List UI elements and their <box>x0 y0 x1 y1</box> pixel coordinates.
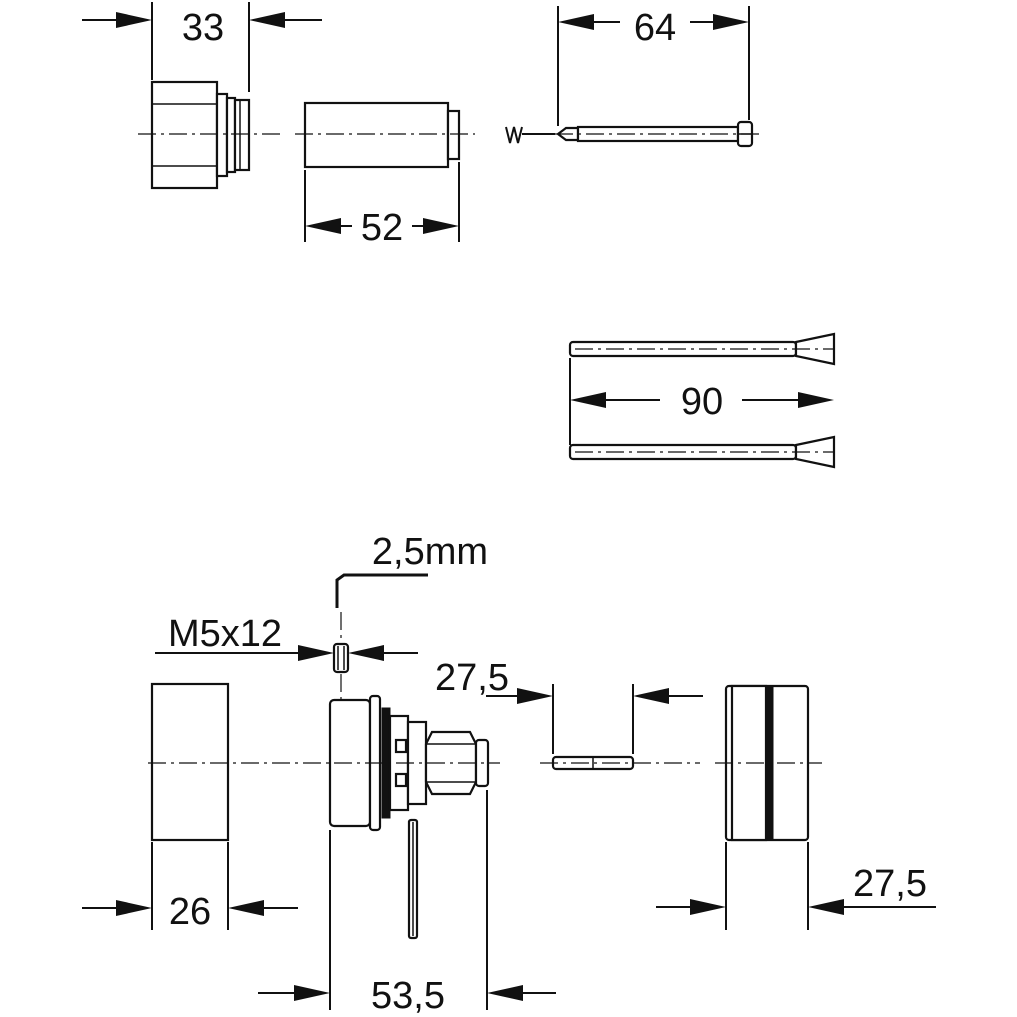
dim-cap-width: 26 <box>82 842 298 933</box>
dim-screw-length: 90 <box>569 358 834 445</box>
dim-label-64: 64 <box>634 7 676 49</box>
dim-label-90: 90 <box>681 381 723 423</box>
dim-label-53-5: 53,5 <box>371 975 445 1017</box>
dim-label-33: 33 <box>182 7 224 49</box>
dim-rosette-width: 27,5 <box>656 842 936 930</box>
hex-key-tool: 2,5mm <box>335 531 488 608</box>
dim-label-hex-key: 2,5mm <box>372 531 488 573</box>
cover-cap-part <box>150 682 230 842</box>
dim-cartridge-extension: 53,5 <box>258 790 556 1017</box>
dim-sleeve-length: 52 <box>304 162 460 249</box>
locking-pin-part <box>407 818 419 940</box>
dim-spindle-extension: 27,5 <box>435 657 703 754</box>
dim-label-52: 52 <box>361 207 403 249</box>
extension-sleeve-part <box>303 101 461 169</box>
set-screw-part: M5x12 <box>155 613 418 674</box>
dim-label-spindle-27-5: 27,5 <box>435 657 509 699</box>
threaded-nut-part <box>150 80 251 190</box>
break-symbol-icon <box>505 126 555 144</box>
dim-pin-length: 64 <box>557 6 750 126</box>
dim-label-26: 26 <box>169 891 211 933</box>
dim-label-rosette-27-5: 27,5 <box>853 863 927 905</box>
dim-label-set-screw: M5x12 <box>168 613 282 655</box>
dim-nut-width: 33 <box>82 2 322 92</box>
